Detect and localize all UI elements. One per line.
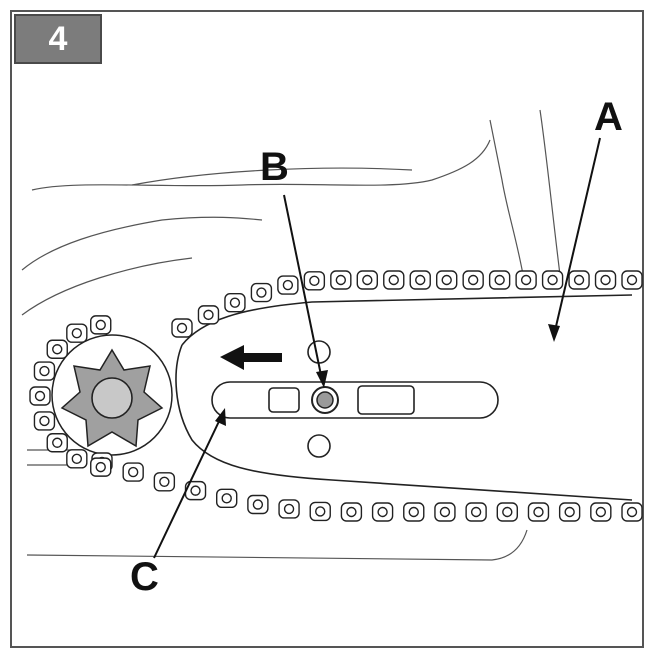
chain-link: [434, 502, 456, 522]
chain-link: [527, 502, 550, 522]
chain-link: [496, 502, 518, 522]
saw-chain: [29, 270, 643, 522]
chain-link: [46, 433, 68, 453]
chain-link: [383, 270, 405, 290]
chain-link: [66, 449, 88, 469]
chain-link: [216, 488, 238, 509]
slot-plate: [357, 385, 415, 415]
leader-line-c: [153, 414, 223, 559]
chain-link: [462, 270, 484, 290]
leader-line-b: [283, 194, 323, 381]
chain-link: [436, 270, 458, 290]
chain-link: [330, 270, 352, 290]
chain-link: [66, 323, 88, 343]
slot-washer: [268, 387, 300, 413]
chain-link: [250, 282, 273, 303]
chain-link: [197, 305, 220, 325]
chain-link: [29, 386, 51, 406]
chain-link: [515, 270, 537, 290]
sprocket-icon: [51, 334, 173, 456]
arrow-left-icon: [220, 345, 282, 370]
chain-link: [184, 480, 207, 501]
chain-link: [33, 361, 56, 381]
chain-link: [590, 502, 612, 522]
guide-bar: [175, 294, 633, 501]
chain-link: [409, 270, 431, 290]
chain-link: [303, 271, 326, 291]
chain-link: [488, 270, 511, 290]
bar-hole-top: [307, 340, 331, 364]
callout-c: C: [130, 555, 159, 599]
chain-link: [371, 502, 394, 522]
chain-link: [568, 270, 590, 290]
chain-link: [340, 502, 363, 522]
chain-link: [46, 339, 68, 359]
chain-link: [224, 293, 246, 313]
chain-link: [309, 501, 331, 522]
bar-slot: [211, 381, 499, 419]
bar-nut-icon: [311, 386, 339, 414]
chain-link: [90, 315, 112, 335]
chain-bar-diagram: A B C: [21, 95, 643, 599]
chain-link: [621, 502, 643, 522]
chain-link: [122, 462, 144, 482]
chain-link: [594, 270, 617, 290]
chain-link: [153, 472, 176, 492]
chain-link: [90, 457, 112, 477]
chain-link: [558, 502, 581, 522]
callout-b: B: [260, 145, 289, 189]
chain-link: [33, 411, 56, 431]
chain-link: [541, 270, 564, 290]
bar-hole-bottom: [307, 434, 331, 458]
step-number-badge: 4: [14, 14, 102, 64]
chain-link: [403, 502, 425, 522]
chain-link: [277, 275, 299, 295]
chain-link: [465, 502, 487, 522]
chain-link: [621, 270, 643, 290]
chain-link: [278, 499, 300, 519]
chain-link: [171, 318, 193, 338]
callout-a: A: [594, 95, 623, 139]
leader-line-a: [553, 137, 601, 336]
chain-link: [356, 270, 378, 290]
figure-frame: [10, 10, 644, 648]
chain-link: [247, 494, 269, 515]
